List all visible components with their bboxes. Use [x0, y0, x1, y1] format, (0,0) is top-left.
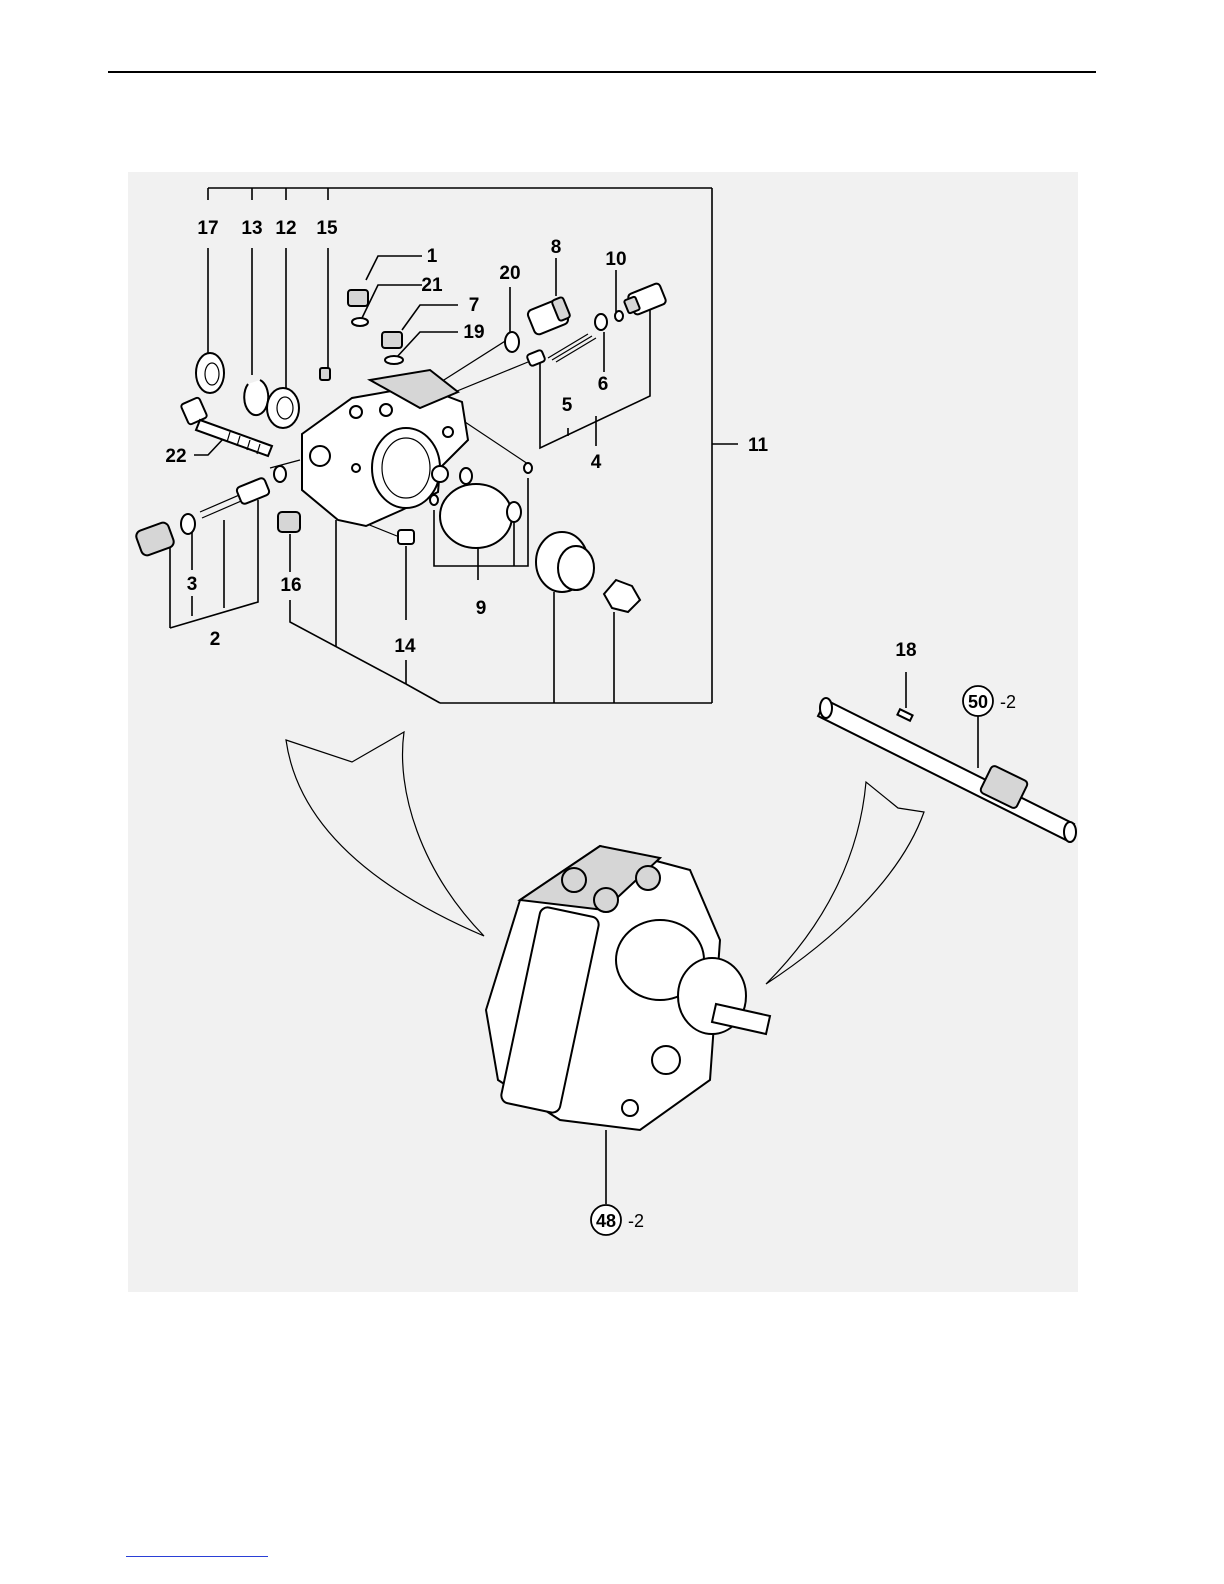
callout-12: 12	[275, 218, 296, 239]
callout-18: 18	[895, 640, 916, 661]
spring-5	[548, 334, 596, 362]
fitting-10	[624, 282, 667, 315]
piston-5	[526, 349, 545, 366]
oring-10b	[615, 311, 623, 321]
callout-7: 7	[469, 295, 480, 316]
key-18	[897, 709, 912, 721]
plug-15	[320, 368, 330, 380]
top-bracket	[208, 188, 738, 703]
outer-rotor	[536, 532, 594, 592]
callout-3: 3	[187, 574, 198, 595]
shaft-ref-number: 50	[968, 692, 988, 712]
plug-1	[348, 290, 368, 306]
shaft-reference: 50 -2	[963, 686, 1016, 716]
callout-17: 17	[197, 218, 218, 239]
bearing-17	[196, 353, 224, 393]
callout-10: 10	[605, 249, 626, 270]
piston-2	[236, 477, 271, 505]
valve-8	[526, 297, 570, 336]
footer-link-underline[interactable]	[126, 1556, 268, 1557]
callout-20: 20	[499, 263, 520, 284]
oring-3	[181, 514, 195, 534]
pump-ref-suffix: -2	[628, 1211, 644, 1231]
callout-4: 4	[591, 452, 602, 473]
pin-14	[398, 530, 414, 544]
callout-6: 6	[598, 374, 609, 395]
plug-7	[382, 332, 402, 348]
callout-22: 22	[165, 446, 186, 467]
callout-16: 16	[280, 575, 301, 596]
pump-reference: 48 -2	[591, 1205, 644, 1235]
bearing-12	[267, 388, 299, 428]
callout-8: 8	[551, 237, 562, 258]
assembled-pump	[486, 846, 770, 1204]
oring-6	[595, 314, 607, 330]
callout-5: 5	[562, 395, 573, 416]
inner-rotor	[604, 580, 640, 612]
snap-ring-13	[244, 380, 268, 415]
oring-21	[352, 318, 368, 326]
callout-2: 2	[210, 629, 221, 650]
oring-19	[385, 356, 403, 364]
pump-ref-number: 48	[596, 1211, 616, 1231]
callout-13: 13	[241, 218, 262, 239]
callout-21: 21	[421, 275, 443, 296]
plug-16	[278, 512, 300, 532]
callout-1: 1	[427, 246, 438, 267]
callout-14: 14	[394, 636, 416, 657]
callout-11: 11	[748, 435, 769, 456]
callout-9: 9	[476, 598, 487, 619]
oring-20	[505, 332, 519, 352]
callout-15: 15	[316, 218, 338, 239]
drive-shaft	[818, 672, 1076, 842]
callout-labels: 17 13 12 15 1 21 7 19 20 8 10 5 6 4 11 2…	[165, 218, 916, 661]
callout-19: 19	[463, 322, 484, 343]
shaft-ref-suffix: -2	[1000, 692, 1016, 712]
ball-2	[274, 466, 286, 482]
